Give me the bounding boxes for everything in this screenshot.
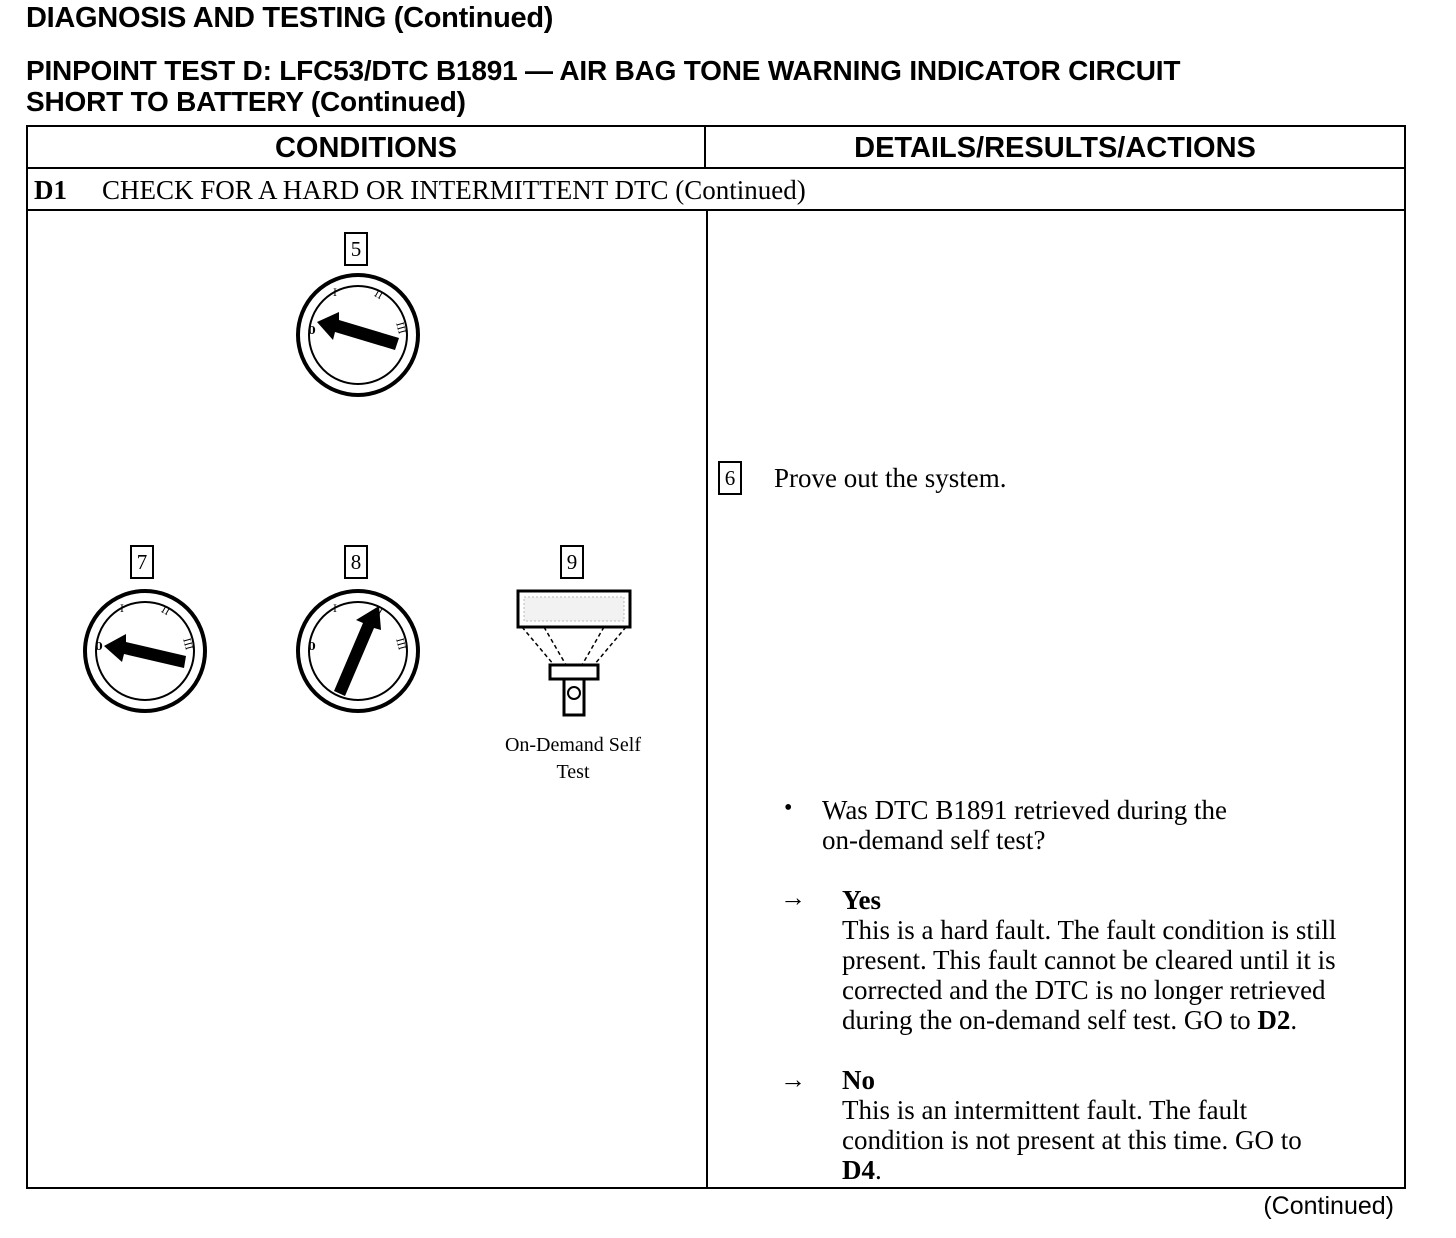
question-line2: on-demand self test? (822, 825, 1046, 855)
ignition-switch-off-icon: 0 I II III (296, 273, 420, 397)
yes-line3: corrected and the DTC is no longer retri… (842, 975, 1326, 1005)
yes-line1: This is a hard fault. The fault conditio… (842, 915, 1337, 945)
continued-footer: (Continued) (1263, 1192, 1394, 1220)
svg-text:0: 0 (308, 640, 316, 653)
step-id: D1 (34, 175, 67, 205)
no-goto-step: D4 (842, 1155, 875, 1185)
figure-9-caption-line2: Test (556, 761, 590, 783)
yes-goto-step: D2 (1257, 1005, 1291, 1035)
column-divider (706, 211, 708, 1187)
step-6-text: Prove out the system. (774, 463, 1007, 493)
yes-label: Yes (842, 885, 881, 915)
figure-number-8: 8 (344, 545, 368, 579)
svg-text:III: III (393, 637, 407, 651)
svg-text:I: I (333, 604, 337, 615)
no-arrow-icon: → (780, 1065, 806, 1094)
scan-tool-icon (516, 589, 632, 717)
step-title: CHECK FOR A HARD OR INTERMITTENT DTC (Co… (102, 175, 806, 205)
yes-line2: present. This fault cannot be cleared un… (842, 945, 1336, 975)
pinpoint-test-title: PINPOINT TEST D: LFC53/DTC B1891 — AIR B… (26, 55, 1366, 117)
ignition-switch-run-icon: 0 I II III (296, 589, 420, 713)
pinpoint-test-title-line2: SHORT TO BATTERY (Continued) (26, 86, 466, 117)
question-bullet: • (784, 795, 793, 821)
no-label: No (842, 1065, 875, 1095)
yes-result: Yes This is a hard fault. The fault cond… (842, 885, 1336, 1035)
figure-number-9: 9 (560, 545, 584, 579)
no-line3-end: . (875, 1155, 882, 1185)
svg-text:0: 0 (95, 640, 103, 653)
conditions-header: CONDITIONS (28, 127, 706, 169)
step-number-6: 6 (718, 461, 742, 495)
yes-line4: during the on-demand self test. GO to D2… (842, 1005, 1336, 1035)
no-line3: D4. (842, 1155, 1302, 1185)
svg-text:I: I (120, 604, 124, 615)
figure-number-5: 5 (344, 232, 368, 266)
figure-9-caption: On-Demand Self Test (488, 732, 658, 786)
details-header: DETAILS/RESULTS/ACTIONS (706, 127, 1404, 169)
svg-text:I: I (333, 288, 337, 299)
svg-text:III: III (180, 637, 194, 651)
no-result: No This is an intermittent fault. The fa… (842, 1065, 1302, 1185)
pinpoint-test-table: CONDITIONS DETAILS/RESULTS/ACTIONS D1 CH… (26, 125, 1406, 1189)
yes-line4-text: during the on-demand self test. GO to (842, 1005, 1258, 1035)
question-line1: Was DTC B1891 retrieved during the (822, 795, 1227, 825)
question-text: Was DTC B1891 retrieved during the on-de… (822, 795, 1227, 855)
no-line1: This is an intermittent fault. The fault (842, 1095, 1248, 1125)
ignition-switch-off-icon: 0 I II III (83, 589, 207, 713)
figure-number-7: 7 (130, 545, 154, 579)
yes-arrow-icon: → (780, 883, 806, 912)
svg-text:0: 0 (308, 324, 316, 337)
svg-text:III: III (393, 321, 407, 335)
figure-9-caption-line1: On-Demand Self (504, 734, 642, 756)
no-line2: condition is not present at this time. G… (842, 1125, 1302, 1155)
pinpoint-test-title-line1: PINPOINT TEST D: LFC53/DTC B1891 — AIR B… (26, 55, 1181, 86)
page-title: DIAGNOSIS AND TESTING (Continued) (26, 2, 554, 34)
yes-line4-end: . (1290, 1005, 1298, 1035)
step-row: D1 CHECK FOR A HARD OR INTERMITTENT DTC … (28, 169, 1404, 211)
